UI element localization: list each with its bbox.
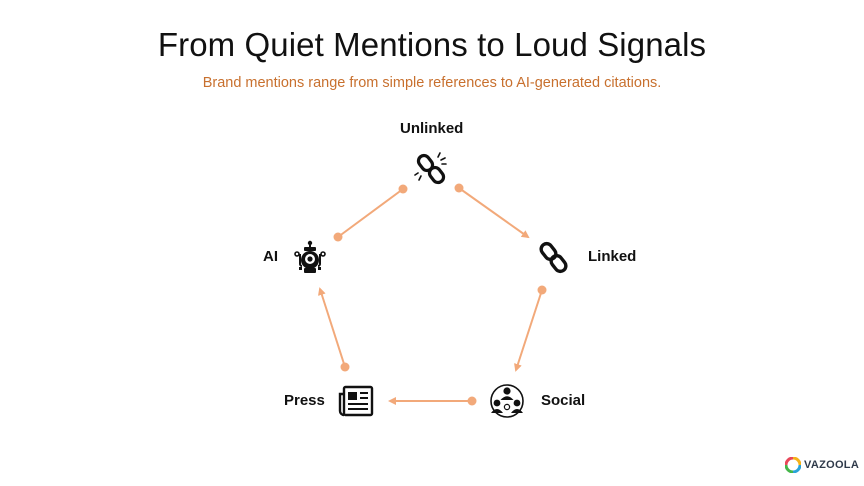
robot-icon — [294, 240, 326, 273]
arrow-unlinked-to-linked — [454, 183, 530, 239]
vazoola-logo-mark-icon — [785, 457, 801, 473]
node-label-ai: AI — [263, 248, 278, 265]
broken-chain-icon — [414, 152, 447, 185]
page-subtitle: Brand mentions range from simple referen… — [202, 75, 662, 91]
node-label-linked: Linked — [588, 248, 637, 265]
node-label-press: Press — [284, 392, 325, 409]
people-network-icon — [490, 384, 524, 418]
arrow-ai-to-unlinked — [333, 184, 408, 242]
node-label-social: Social — [541, 392, 586, 409]
chain-link-icon — [539, 241, 568, 274]
vazoola-logo-text: VAZOOLA — [804, 459, 860, 471]
arrow-social-to-press — [388, 396, 477, 406]
arrow-press-to-ai — [318, 287, 350, 372]
newspaper-icon — [338, 385, 374, 417]
node-label-unlinked: Unlinked — [400, 120, 464, 137]
arrow-linked-to-social — [514, 285, 547, 372]
vazoola-logo: VAZOOLA — [785, 456, 859, 474]
page-title: From Quiet Mentions to Loud Signals — [157, 26, 707, 63]
